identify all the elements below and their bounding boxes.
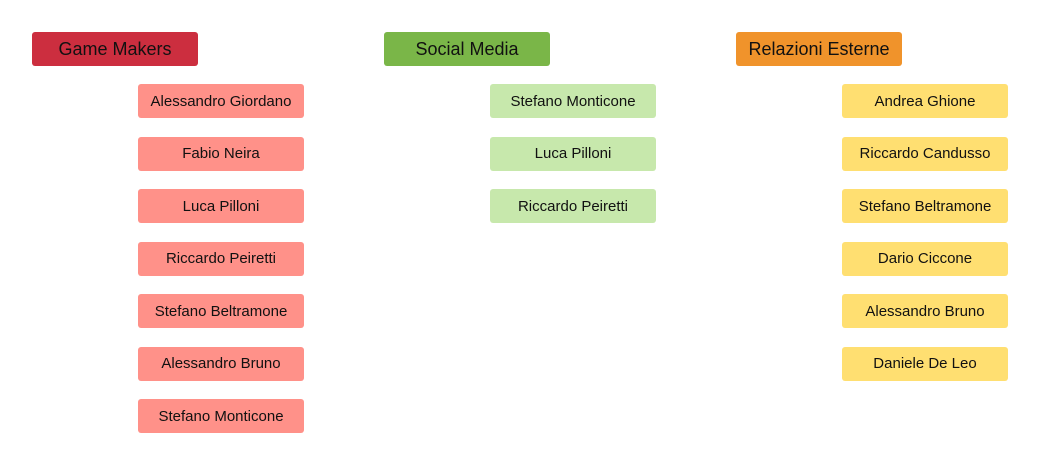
member-card[interactable]: Alessandro Bruno xyxy=(842,294,1008,328)
member-list-social-media: Stefano Monticone Luca Pilloni Riccardo … xyxy=(490,84,656,242)
header-relazioni-esterne[interactable]: Relazioni Esterne xyxy=(736,32,902,66)
header-social-media[interactable]: Social Media xyxy=(384,32,550,66)
member-list-relazioni-esterne: Andrea Ghione Riccardo Candusso Stefano … xyxy=(842,84,1008,399)
member-list-game-makers: Alessandro Giordano Fabio Neira Luca Pil… xyxy=(138,84,304,452)
member-card[interactable]: Alessandro Giordano xyxy=(138,84,304,118)
member-card[interactable]: Riccardo Peiretti xyxy=(490,189,656,223)
member-card[interactable]: Stefano Beltramone xyxy=(842,189,1008,223)
member-card[interactable]: Luca Pilloni xyxy=(490,136,656,171)
member-card[interactable]: Alessandro Bruno xyxy=(138,346,304,381)
header-game-makers[interactable]: Game Makers xyxy=(32,32,198,66)
member-card[interactable]: Stefano Beltramone xyxy=(138,294,304,328)
member-card[interactable]: Stefano Monticone xyxy=(490,84,656,118)
member-card[interactable]: Stefano Monticone xyxy=(138,399,304,433)
member-card[interactable]: Fabio Neira xyxy=(138,136,304,171)
member-card[interactable]: Dario Ciccone xyxy=(842,241,1008,276)
member-card[interactable]: Andrea Ghione xyxy=(842,84,1008,118)
member-card[interactable]: Riccardo Peiretti xyxy=(138,241,304,276)
column-game-makers: Game Makers Alessandro Giordano Fabio Ne… xyxy=(32,0,362,466)
member-card[interactable]: Riccardo Candusso xyxy=(842,136,1008,171)
column-relazioni-esterne: Relazioni Esterne Andrea Ghione Riccardo… xyxy=(736,0,1040,466)
member-card[interactable]: Daniele De Leo xyxy=(842,346,1008,381)
column-social-media: Social Media Stefano Monticone Luca Pill… xyxy=(384,0,714,466)
member-card[interactable]: Luca Pilloni xyxy=(138,189,304,223)
